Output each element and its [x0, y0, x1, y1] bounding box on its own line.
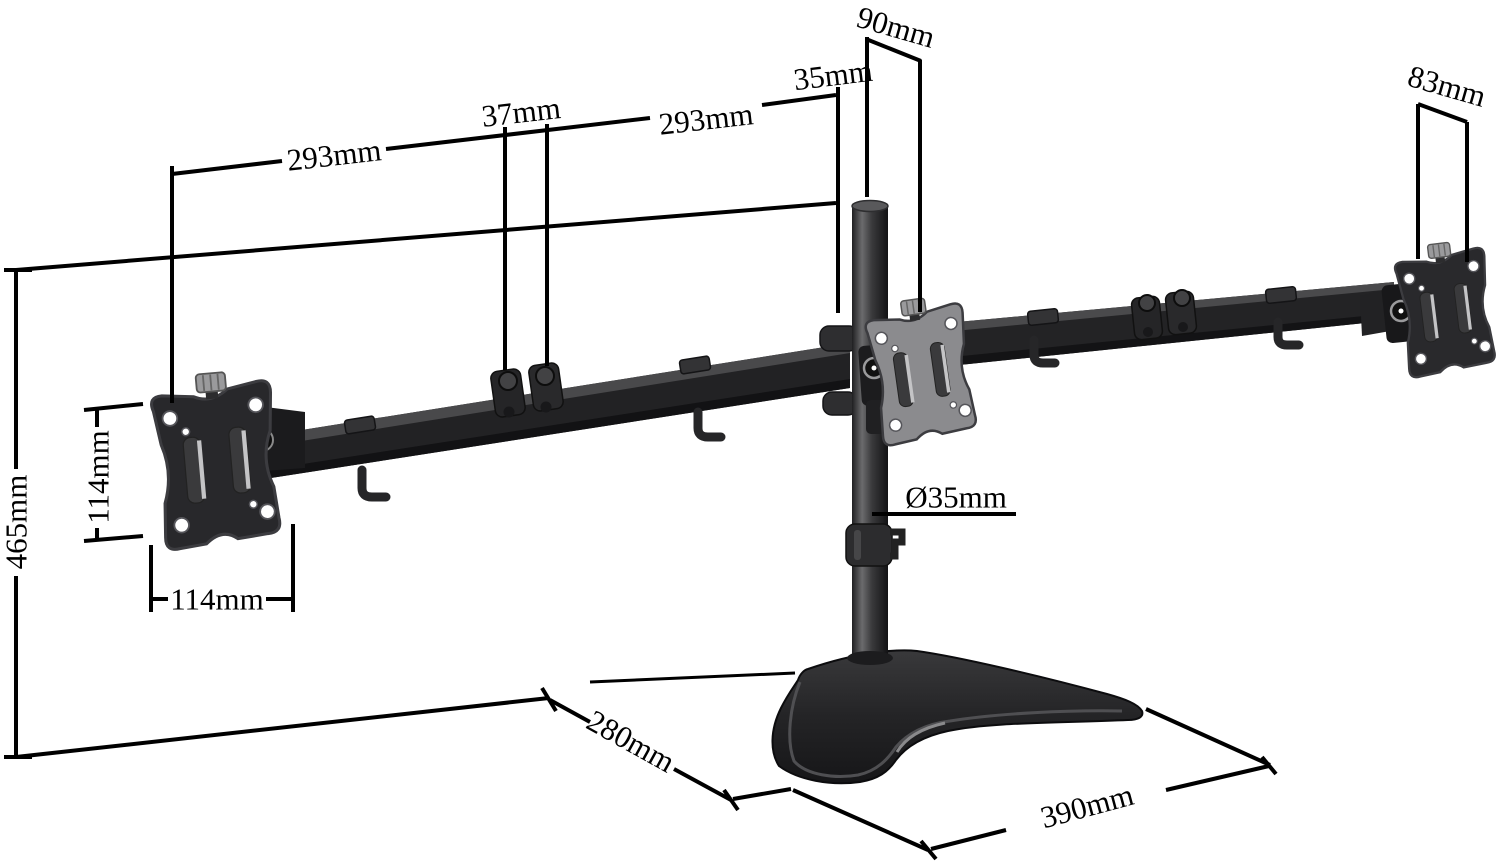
vesa-plate-right [1391, 237, 1500, 380]
dim-label-joint-spacing: 37mm [479, 90, 563, 134]
arm-joint-left [490, 362, 564, 418]
dimension-lines [4, 37, 1469, 861]
dim-label-vesa-width: 114mm [170, 581, 264, 617]
base [771, 649, 1144, 785]
cable-clip-tabs [343, 286, 1298, 435]
dim-label-overall-height: 465mm [0, 474, 34, 570]
dim-label-pole-diameter: Ø35mm [905, 479, 1007, 515]
pole-cable-clip [845, 523, 906, 567]
arm-joint-right [1130, 289, 1198, 341]
vesa-plate-left [147, 366, 286, 552]
cable-hooks [357, 317, 1304, 502]
dim-label-vesa-height: 114mm [80, 430, 116, 524]
